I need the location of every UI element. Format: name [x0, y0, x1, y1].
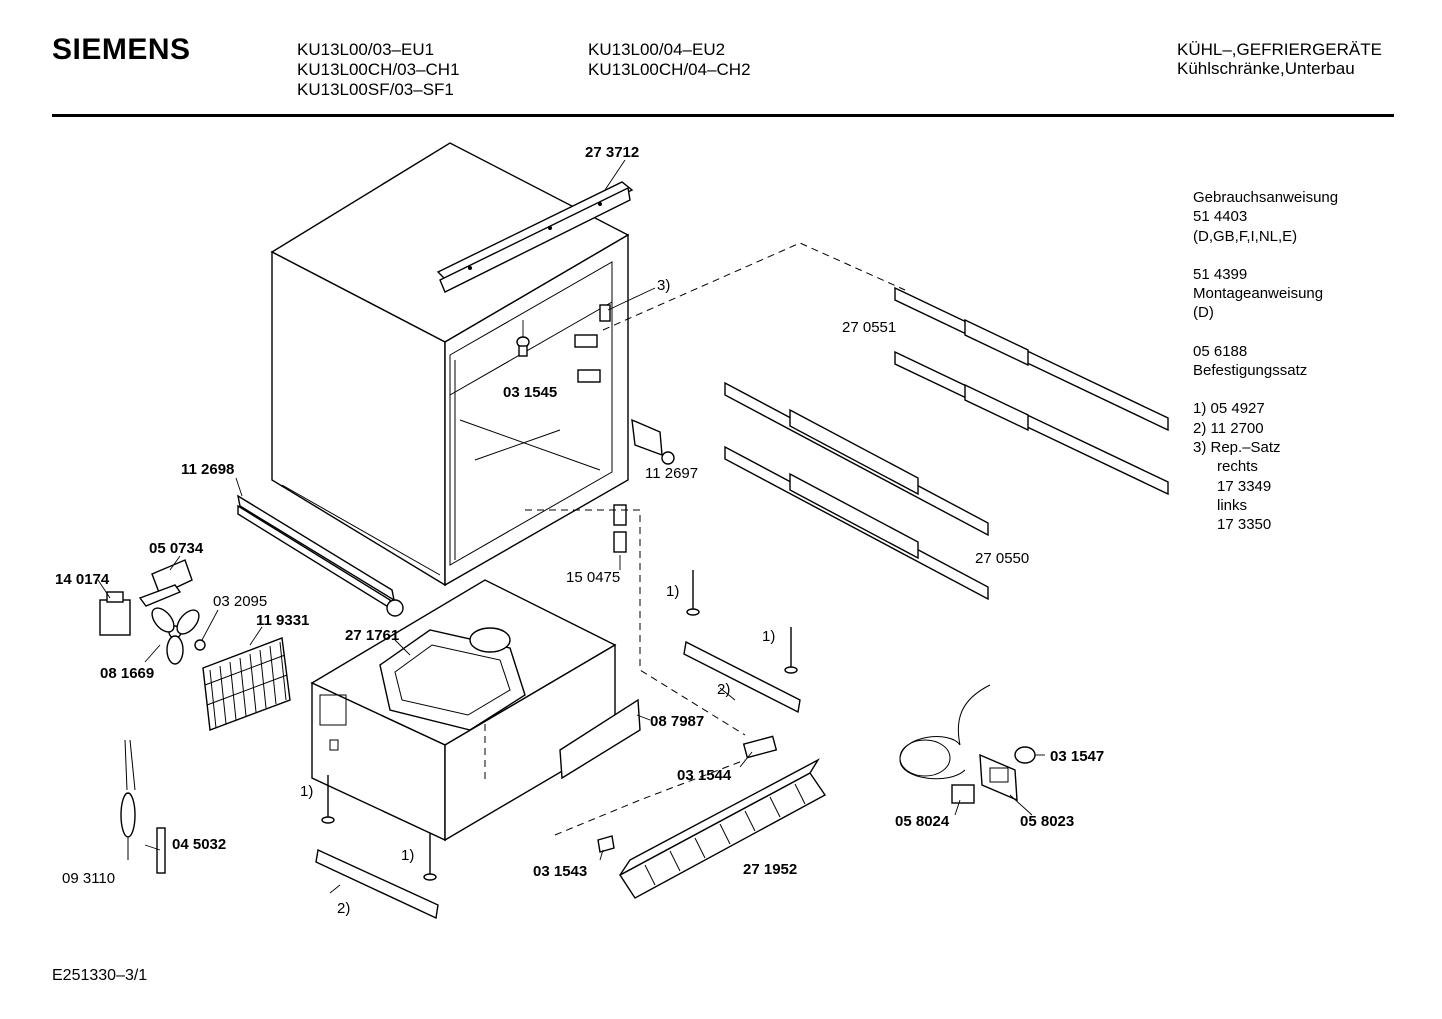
part-label: 03 2095: [213, 593, 267, 610]
model-code: KU13L00CH/04–CH2: [588, 60, 751, 79]
sensor-knob: [1014, 746, 1036, 764]
part-label: 1): [300, 783, 313, 800]
fan-blade: [151, 607, 206, 665]
mounting-language: (D): [1193, 304, 1214, 322]
model-code: KU13L00SF/03–SF1: [297, 80, 454, 99]
part-label: 03 1547: [1050, 748, 1104, 765]
part-label: 04 5032: [172, 836, 226, 853]
manual-languages: (D,GB,F,I,NL,E): [1193, 227, 1298, 245]
lamp-socket: [516, 320, 530, 357]
part-label: 14 0174: [55, 571, 110, 588]
screw-set-a: [686, 570, 700, 616]
notes-panel: Gebrauchsanweisung 51 4403 (D,GB,F,I,NL,…: [1193, 188, 1338, 534]
part-label: 08 7987: [650, 713, 704, 730]
footnote-3-right-number: 17 3349: [1217, 477, 1272, 495]
part-label: 15 0475: [566, 569, 620, 586]
screw-set-b: [784, 627, 798, 674]
temperature-sensor: [899, 684, 991, 804]
part-label: 09 3110: [62, 870, 115, 887]
manual-label: Gebrauchsanweisung: [1193, 189, 1339, 206]
part-label: 27 0551: [842, 319, 896, 336]
fixing-label: Befestigungssatz: [1193, 362, 1308, 380]
footnote-1: 1) 05 4927: [1193, 400, 1265, 418]
thermostat-switch: [138, 559, 193, 607]
top-mounting-rail: [436, 181, 634, 293]
hinge-bracket-set: [574, 304, 611, 383]
part-label: 11 9331: [256, 612, 309, 629]
cabinet-body: [270, 142, 630, 587]
category-block: KÜHL–,GEFRIERGERÄTE Kühlschränke,Unterba…: [1177, 40, 1382, 78]
part-label: 1): [401, 847, 414, 864]
part-label: 08 1669: [100, 665, 154, 682]
part-label: 1): [762, 628, 775, 645]
fan-motor: [99, 591, 131, 636]
footnote-2: 2) 11 2700: [1193, 419, 1264, 437]
ventilation-grille: [618, 758, 827, 899]
mounting-label: Montageanweisung: [1193, 285, 1324, 303]
slide-rails-upper: [894, 286, 1169, 496]
part-label: 3): [657, 277, 670, 294]
clip-part: [742, 735, 778, 759]
category-title: KÜHL–,GEFRIERGERÄTE: [1177, 40, 1382, 59]
footnote-3-left: links: [1217, 496, 1248, 514]
part-label: 2): [717, 681, 730, 698]
sensor-housing: [979, 753, 1018, 802]
slide-rails-lower: [724, 381, 989, 601]
part-label: 27 3712: [585, 144, 639, 161]
part-label: 03 1544: [677, 767, 732, 784]
footnote-3-left-number: 17 3350: [1217, 516, 1272, 534]
crisper-tray: [379, 627, 526, 731]
part-label: 11 2697: [645, 465, 698, 482]
footnote-3: 3) Rep.–Satz: [1193, 438, 1281, 456]
screw-set-c: [321, 775, 335, 824]
thermostat-probe: [156, 827, 166, 874]
document-id: E251330–3/1: [52, 967, 148, 984]
part-label: 05 0734: [149, 540, 204, 557]
part-label: 11 2698: [181, 461, 234, 478]
mounting-number: 51 4399: [1193, 265, 1248, 283]
model-code: KU13L00/04–EU2: [588, 40, 726, 59]
part-label: 03 1543: [533, 863, 587, 880]
part-label: 2): [337, 900, 350, 917]
mounting-bracket-b: [315, 848, 439, 920]
header-divider: [52, 114, 1394, 117]
adjustable-feet: [613, 504, 627, 553]
base-rail: [237, 494, 404, 617]
part-label: 1): [666, 583, 679, 600]
part-label: 03 1545: [503, 384, 557, 401]
part-label: 27 0550: [975, 550, 1029, 567]
model-code: KU13L00CH/03–CH1: [297, 60, 460, 79]
condenser-coil: [202, 637, 291, 731]
manual-number: 51 4403: [1193, 208, 1248, 226]
brand-logo: SIEMENS: [52, 33, 191, 66]
part-label: 05 8024: [895, 813, 950, 830]
part-label: 27 1952: [743, 861, 797, 878]
small-clip: [597, 835, 615, 853]
footnote-3-right: rechts: [1217, 458, 1258, 476]
category-subtitle: Kühlschränke,Unterbau: [1177, 59, 1355, 78]
screw-set-d: [423, 833, 437, 881]
mounting-bracket-a: [683, 640, 801, 714]
part-label: 05 8023: [1020, 813, 1074, 830]
model-code: KU13L00/03–EU1: [297, 40, 435, 59]
model-list-col1: KU13L00/03–EU1 KU13L00CH/03–CH1 KU13L00S…: [297, 40, 460, 100]
part-label: 27 1761: [345, 627, 399, 644]
model-list-col2: KU13L00/04–EU2 KU13L00CH/04–CH2: [588, 40, 751, 80]
cover-plate: [559, 698, 641, 780]
fixing-number: 05 6188: [1193, 342, 1248, 360]
door-hinge: [631, 418, 675, 465]
thermostat-capillary: [120, 739, 136, 860]
